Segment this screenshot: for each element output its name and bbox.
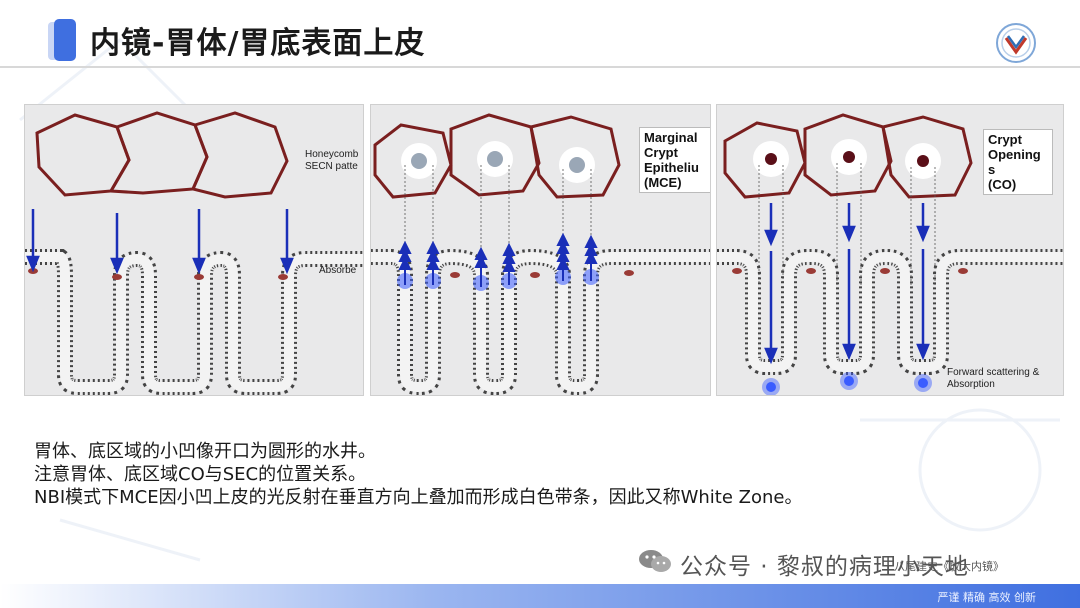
wechat-icon [639, 550, 671, 572]
label-honeycomb: Honeycomb SECN patte [305, 149, 359, 172]
panel2-illustration [371, 113, 710, 395]
label-absorbe: Absorbe [319, 265, 357, 276]
slide-title: 内镜-胃体/胃底表面上皮 [90, 26, 426, 61]
figure-panel-honeycomb: Honeycomb SECN patte Absorbe [24, 104, 364, 396]
label-box-mce: Marginal Crypt Epitheliu (MCE) [639, 127, 710, 193]
label-forward-scattering: Forward scattering & Absorption [947, 367, 1040, 390]
label-box-co: Crypt Opening s (CO) [983, 129, 1053, 195]
figure-panel-co: Crypt Opening s (CO) Forward scattering … [716, 104, 1064, 396]
slide-body-text: 胃体、底区域的小凹像开口为圆形的水井。 注意胃体、底区域CO与SEC的位置关系。… [34, 440, 802, 509]
watermark-account: 公众号 · 黎叔的病理小天地 [680, 554, 969, 580]
body-line: 注意胃体、底区域CO与SEC的位置关系。 [34, 464, 367, 485]
body-line: NBI模式下MCE因小凹上皮的光反射在垂直方向上叠加而形成白色带条，因此又称Wh… [34, 487, 803, 508]
title-accent-shadow [48, 22, 58, 60]
footer-motto: 严谨 精确 高效 创新 [937, 591, 1037, 604]
header-divider [0, 66, 1080, 68]
panel1-illustration [25, 111, 363, 395]
figure-panel-mce: Marginal Crypt Epitheliu (MCE) [370, 104, 711, 396]
title-accent-bar [54, 19, 76, 61]
body-line: 胃体、底区域的小凹像开口为圆形的水井。 [34, 441, 376, 462]
source-credit: 八尾建史《放大内镜》 [894, 560, 1004, 573]
hospital-logo-icon [996, 23, 1036, 63]
footer-bar: 严谨 精确 高效 创新 [0, 584, 1080, 608]
panel3-illustration [717, 113, 1063, 395]
honeycomb-cell [108, 111, 209, 195]
honeycomb-cell [190, 111, 289, 199]
